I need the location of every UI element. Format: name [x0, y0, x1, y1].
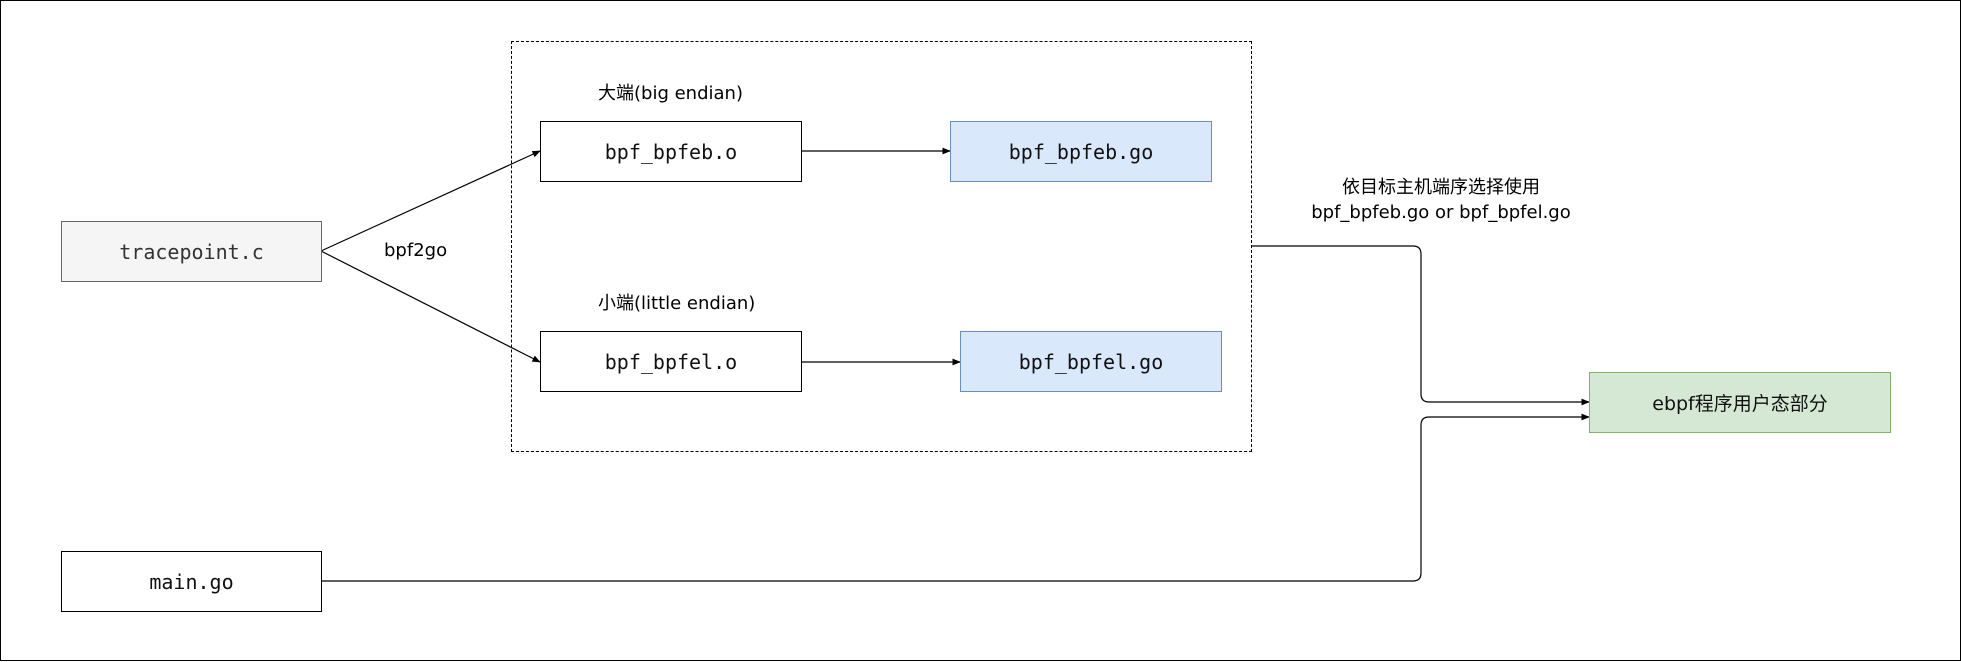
- edge-source-to-le-obj: [320, 250, 541, 363]
- ebpf-userspace-node: ebpf程序用户态部分: [1589, 372, 1891, 433]
- edge-source-to-be-obj: [320, 150, 541, 252]
- endian-outputs-group: [511, 41, 1252, 452]
- main-go-node: main.go: [61, 551, 322, 612]
- little-endian-go-node: bpf_bpfel.go: [960, 331, 1222, 392]
- ebpf-userspace-label: ebpf程序用户态部分: [1652, 393, 1828, 415]
- little-endian-go-label: bpf_bpfel.go: [1018, 349, 1164, 374]
- big-endian-object-node: bpf_bpfeb.o: [540, 121, 802, 182]
- source-file-node: tracepoint.c: [61, 221, 322, 282]
- selection-note: 依目标主机端序选择使用 bpf_bpfeb.go or bpf_bpfel.go: [1291, 175, 1591, 225]
- selection-note-line1: 依目标主机端序选择使用: [1342, 177, 1540, 198]
- little-endian-group-label: 小端(little endian): [598, 293, 756, 314]
- source-file-label: tracepoint.c: [119, 239, 264, 264]
- big-endian-group-label: 大端(big endian): [598, 83, 743, 104]
- big-endian-go-label: bpf_bpfeb.go: [1008, 139, 1154, 164]
- selection-note-line2: bpf_bpfeb.go or bpf_bpfel.go: [1311, 202, 1571, 223]
- big-endian-go-node: bpf_bpfeb.go: [950, 121, 1212, 182]
- big-endian-object-label: bpf_bpfeb.o: [604, 139, 738, 164]
- edge-main-to-target: [321, 413, 1590, 582]
- main-go-label: main.go: [149, 569, 234, 594]
- edge-group-to-target: [1251, 245, 1590, 406]
- little-endian-object-label: bpf_bpfel.o: [604, 349, 738, 374]
- little-endian-object-node: bpf_bpfel.o: [540, 331, 802, 392]
- bpf2go-edge-label: bpf2go: [384, 240, 448, 261]
